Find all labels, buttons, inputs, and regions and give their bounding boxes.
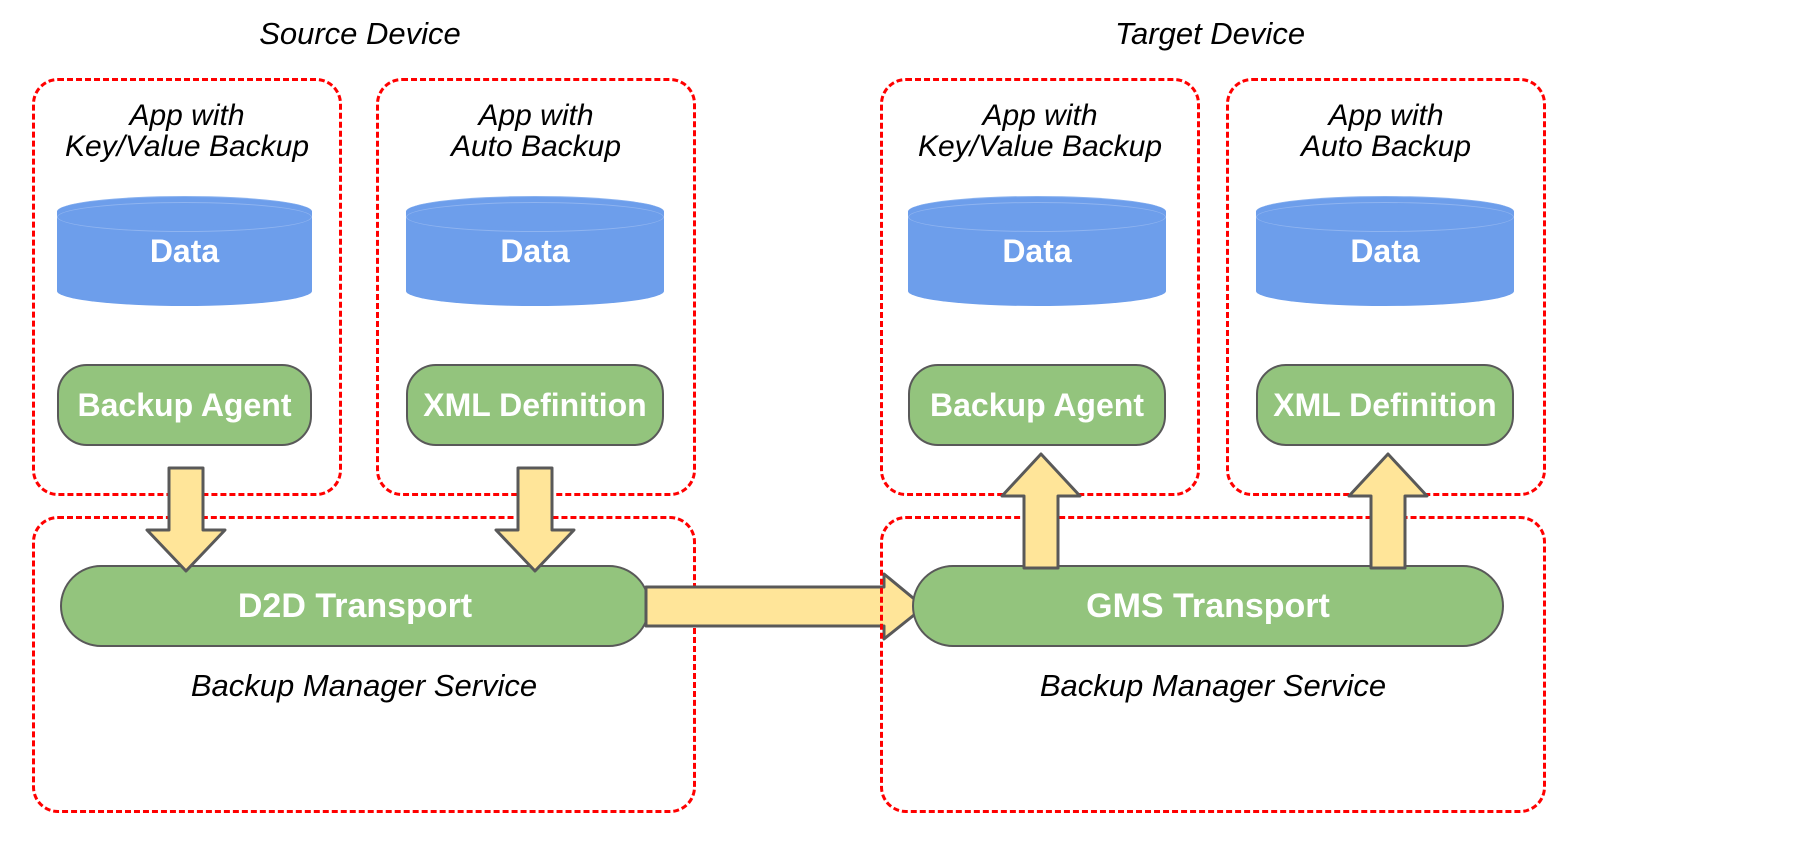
device-title-target: Target Device — [1114, 16, 1306, 51]
app-title-line1: App with — [478, 99, 594, 132]
app-container-source-auto-backup: App with Auto Backup — [376, 78, 696, 496]
cylinder-rim-line — [406, 202, 664, 232]
cylinder-label: Data — [500, 232, 570, 269]
component-box-source-xml-definition[interactable]: XML Definition — [406, 364, 664, 446]
cylinder-rim-line — [908, 202, 1166, 232]
app-title-line2: Key/Value Backup — [64, 129, 310, 163]
data-cylinder-target-auto-backup: Data — [1256, 196, 1514, 306]
data-cylinder-target-key-value: Data — [908, 196, 1166, 306]
arrow-source-auto-backup-down — [494, 466, 576, 573]
app-title-line1: App with — [982, 99, 1098, 132]
service-label-target: Backup Manager Service — [1039, 668, 1387, 703]
app-title-line2: Auto Backup — [450, 129, 622, 163]
data-cylinder-source-auto-backup: Data — [406, 196, 664, 306]
arrow-target-auto-backup-up — [1347, 452, 1429, 570]
cylinder-label: Data — [1350, 232, 1420, 269]
app-title-line2: Auto Backup — [1300, 129, 1472, 163]
app-title-line1: App with — [129, 99, 245, 132]
app-title-line1: App with — [1328, 99, 1444, 132]
app-title-source-key-value: App with Key/Value Backup — [35, 99, 339, 163]
service-label-source: Backup Manager Service — [190, 668, 538, 703]
component-box-source-backup-agent[interactable]: Backup Agent — [57, 364, 312, 446]
device-title-source: Source Device — [259, 16, 461, 51]
app-title-line2: Key/Value Backup — [917, 129, 1163, 163]
arrow-source-key-value-down — [145, 466, 227, 573]
component-box-target-xml-definition[interactable]: XML Definition — [1256, 364, 1514, 446]
data-cylinder-source-key-value: Data — [57, 196, 312, 306]
app-title-target-key-value: App with Key/Value Backup — [883, 99, 1197, 163]
service-container-target — [880, 516, 1546, 813]
transport-box-gms[interactable]: GMS Transport — [912, 565, 1504, 647]
app-title-source-auto-backup: App with Auto Backup — [379, 99, 693, 163]
cylinder-label: Data — [1002, 232, 1072, 269]
arrow-d2d-to-gms-transport — [644, 572, 926, 641]
cylinder-label: Data — [149, 232, 220, 269]
transport-box-d2d[interactable]: D2D Transport — [60, 565, 650, 647]
cylinder-rim-line — [57, 202, 312, 232]
app-title-target-auto-backup: App with Auto Backup — [1229, 99, 1543, 163]
cylinder-rim-line — [1256, 202, 1514, 232]
arrow-target-key-value-up — [1000, 452, 1082, 570]
service-container-source — [32, 516, 696, 813]
component-box-target-backup-agent[interactable]: Backup Agent — [908, 364, 1166, 446]
